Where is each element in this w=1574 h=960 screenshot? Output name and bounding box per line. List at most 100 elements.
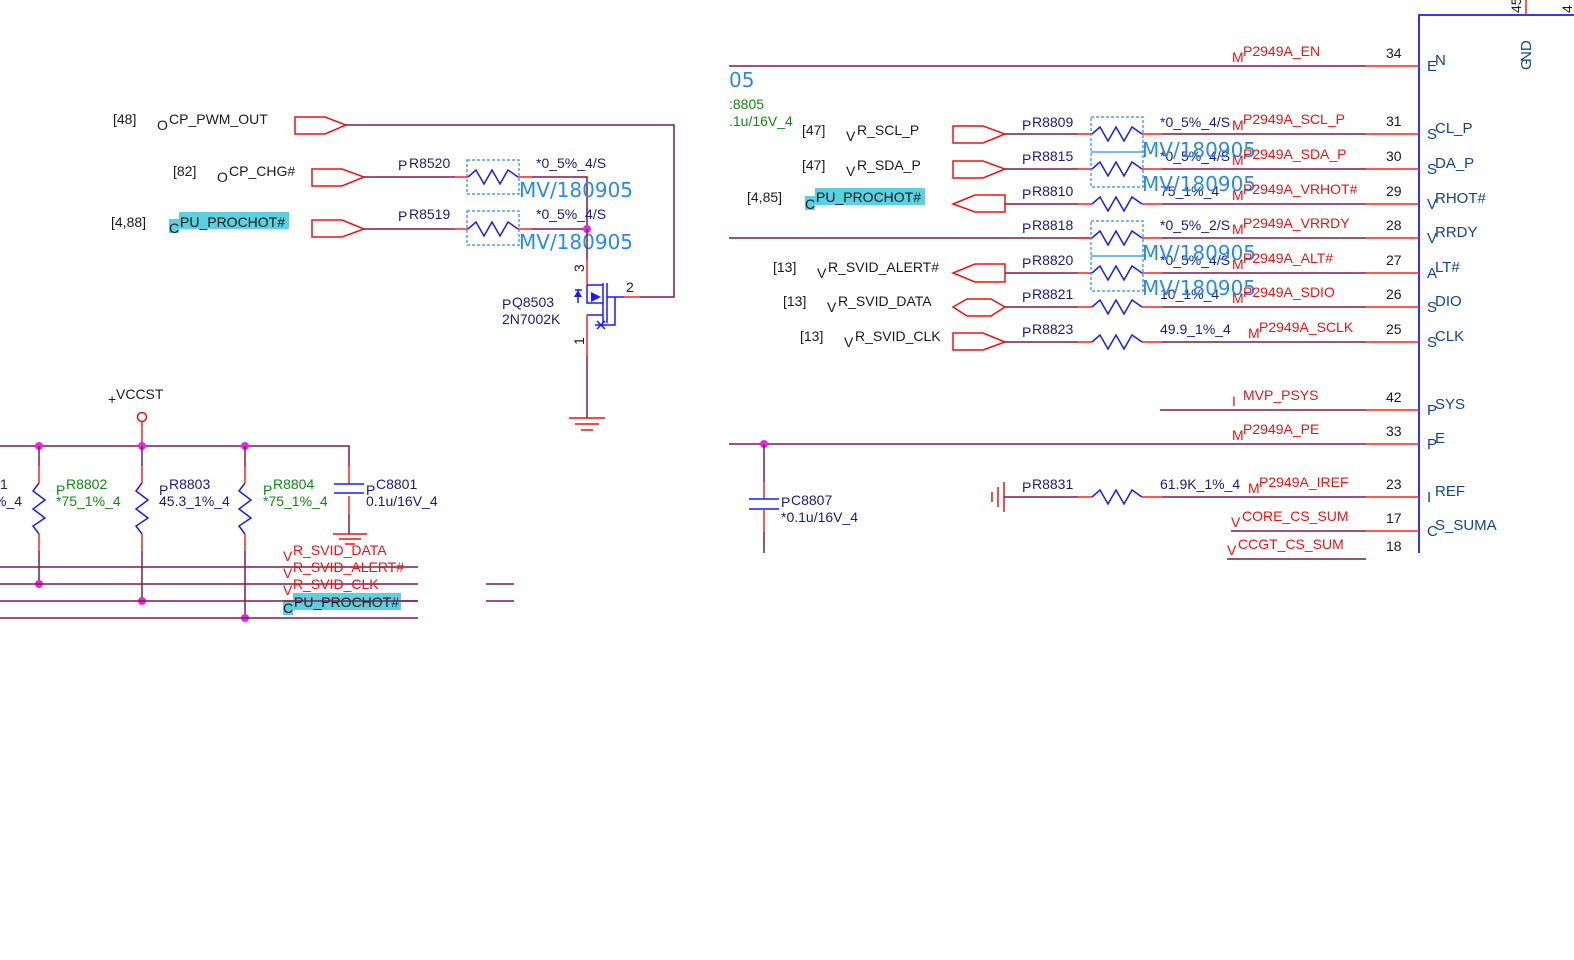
port-prefix: O <box>157 117 168 133</box>
net-label: P2949A_ALT# <box>1243 250 1333 266</box>
resistor-r8802[interactable]: P R8802 *75_1%_4 <box>56 476 121 509</box>
resistor-r8810[interactable]: P R8810 75_1%_4 <box>1022 183 1219 202</box>
net-prefix: V <box>283 548 293 564</box>
highlight <box>815 188 925 205</box>
ground-symbol <box>991 482 1005 512</box>
resistor-r8804[interactable]: P R8804 *75_1%_4 <box>237 446 328 618</box>
wire <box>532 176 588 228</box>
mosfet-symbol <box>575 283 624 326</box>
mosfet-q8503[interactable]: 3 2 1 P Q8503 2N7002K <box>502 229 640 356</box>
port-net: R_SVID_ALERT# <box>828 259 939 275</box>
bus-label-svid-data[interactable]: V R_SVID_DATA <box>283 542 387 564</box>
ref-prefix: P <box>1022 186 1031 202</box>
port-net: CP_PWM_OUT <box>169 111 268 127</box>
capacitor-c8801[interactable]: P C8801 0.1u/16V_4 <box>333 466 438 545</box>
port-cpu-prochot-r[interactable]: [4,85] C PU_PROCHOT# <box>747 188 1006 213</box>
pin-number: 3 <box>571 264 587 272</box>
offpage-connector-out <box>952 332 1008 351</box>
port-vr-scl-p[interactable]: [47] V R_SCL_P <box>802 122 1008 144</box>
pin-prefix: P <box>1427 436 1437 453</box>
resistor-r8801-column <box>31 446 47 584</box>
net-label: P2949A_SDIO <box>1243 284 1335 300</box>
resistor-r8520[interactable]: P R8520 *0_5%_4/S MV/180905 <box>398 155 633 202</box>
mv-note-partial: 05 <box>729 68 754 92</box>
pin-number: 30 <box>1386 148 1402 164</box>
port-vr-svid-clk[interactable]: [13] V R_SVID_CLK <box>800 328 1008 351</box>
resistor-r8803[interactable]: P R8803 45.3_1%_4 <box>134 446 230 601</box>
bus-label-cpu-prochot[interactable]: C PU_PROCHOT# <box>283 593 418 616</box>
pin-prefix: S <box>1427 334 1437 351</box>
port-cp-chg[interactable]: [82] O CP_CHG# <box>173 163 367 187</box>
pin-number: 42 <box>1386 389 1402 405</box>
resistor-value: 75_1%_4 <box>1160 183 1219 199</box>
resistor-r8821[interactable]: P R8821 10_1%_4 <box>1022 286 1219 305</box>
resistor-r8818[interactable]: P R8818 *0_5%_2/S <box>1022 217 1230 236</box>
bus-wire-stubs <box>486 583 514 602</box>
resistor-r8815[interactable]: P R8815 *0_5%_4/S <box>1022 148 1230 167</box>
offpage-connector-out <box>294 116 348 135</box>
cap-ref-partial: :8805 <box>729 96 764 112</box>
port-prefix: V <box>827 299 837 315</box>
resistor-r8809[interactable]: P R8809 *0_5%_4/S <box>1022 114 1230 133</box>
resistor-r8831[interactable]: P R8831 61.9K_1%_4 <box>991 476 1366 512</box>
resistor-r8823[interactable]: P R8823 49.9_1%_4 <box>1022 321 1231 340</box>
port-net: R_SVID_DATA <box>838 293 932 309</box>
ref-designator: R8803 <box>169 476 210 492</box>
pin-number: 25 <box>1386 321 1402 337</box>
port-vr-sda-p[interactable]: [47] V R_SDA_P <box>802 157 1008 179</box>
capacitor-symbol <box>334 483 364 494</box>
pin-name: REF <box>1435 483 1465 500</box>
diode-arrow <box>574 290 582 297</box>
resistor-value: *75_1%_4 <box>263 493 328 509</box>
highlight <box>169 219 179 233</box>
resistor-partial[interactable]: 1 %_4 <box>0 476 22 509</box>
bus-label-svid-clk[interactable]: V R_SVID_CLK <box>283 576 379 598</box>
resistor-symbol <box>467 168 519 186</box>
cap-value-partial: .1u/16V_4 <box>729 113 793 129</box>
resistor-value: 61.9K_1%_4 <box>1160 476 1240 492</box>
port-net: R_SCL_P <box>857 122 919 138</box>
capacitor-c8807[interactable]: P C8807 *0.1u/16V_4 <box>749 444 858 553</box>
net-prefix: C <box>283 600 293 616</box>
port-net: PU_PROCHOT# <box>180 214 285 230</box>
port-vr-svid-data[interactable]: [13] V R_SVID_DATA <box>783 293 1007 317</box>
ic-pmic-p2949a[interactable]: 45 4 G ND <box>1418 0 1574 553</box>
mv-note: MV/180905 <box>519 178 633 202</box>
port-ref: [82] <box>173 163 196 179</box>
resistor-symbol <box>467 220 519 238</box>
ref-prefix: P <box>366 482 375 498</box>
pin-name: CL_P <box>1435 120 1473 137</box>
pin-name: DIO <box>1435 293 1462 310</box>
port-prefix: V <box>846 163 856 179</box>
port-cp-pwm-out[interactable]: [48] O CP_PWM_OUT <box>113 111 348 135</box>
resistor-r8820[interactable]: P R8820 *0_5%_4/S <box>1022 252 1230 271</box>
port-vr-svid-alert[interactable]: [13] V R_SVID_ALERT# <box>773 259 1006 283</box>
ref-designator: Q8503 <box>512 294 554 310</box>
port-cpu-prochot[interactable]: [4,88] C PU_PROCHOT# <box>111 212 367 238</box>
net-prefix: M <box>1232 152 1244 168</box>
highlight <box>179 212 289 229</box>
pin-prefix: C <box>1427 523 1438 540</box>
pin-prefix: G <box>1518 58 1535 70</box>
resistor-r8519[interactable]: P R8519 *0_5%_4/S MV/180905 <box>398 206 633 254</box>
port-ref: [47] <box>802 157 825 173</box>
ref-prefix: P <box>1022 151 1031 167</box>
power-rail-vccst[interactable]: + VCCST <box>108 386 164 423</box>
net-prefix: I <box>1232 393 1236 409</box>
bus-label-svid-alert[interactable]: V R_SVID_ALERT# <box>283 559 404 581</box>
ref-prefix: P <box>1022 220 1031 236</box>
